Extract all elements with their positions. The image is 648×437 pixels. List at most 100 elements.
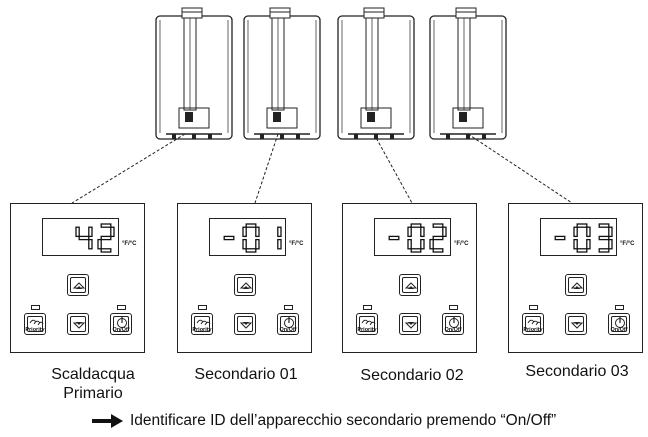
caption-line-1: Secondario 03: [525, 363, 629, 380]
display-segment: [576, 223, 588, 228]
display-segment: [432, 235, 444, 241]
up-arrow-icon: [570, 282, 584, 289]
display-segment: [88, 226, 93, 238]
lcd-display: [42, 218, 119, 256]
onoff-button[interactable]: On/Off: [110, 313, 132, 335]
onoff-indicator-light: [117, 305, 126, 310]
display-segment: [110, 226, 115, 238]
onoff-button[interactable]: On/Off: [277, 313, 299, 335]
display-segment: [608, 238, 613, 250]
caption-line-1: Secondario 01: [194, 366, 298, 383]
down-button[interactable]: [399, 313, 421, 335]
display-segment: [223, 235, 235, 241]
right-arrow-icon: [92, 414, 123, 428]
display-segment: [410, 223, 422, 228]
priority-icon: [361, 319, 376, 326]
priority-button[interactable]: Priority: [191, 313, 213, 335]
priority-button[interactable]: Priority: [522, 313, 544, 335]
connector-line-1: [71, 133, 186, 204]
onoff-button[interactable]: On/Off: [442, 313, 464, 335]
display-segment: [554, 235, 566, 241]
display-segment: [277, 226, 282, 238]
onoff-button-label: On/Off: [444, 327, 462, 333]
display-segment: [586, 238, 591, 250]
control-panel-primary: °F/°C Priority On/Off: [10, 203, 145, 353]
display-segment: [420, 226, 425, 238]
display-readout: [388, 223, 447, 253]
connector-line-3: [373, 133, 413, 204]
display-segment: [420, 238, 425, 250]
down-arrow-icon: [239, 322, 253, 329]
display-segment: [573, 226, 578, 238]
onoff-indicator-light: [615, 305, 624, 310]
down-button[interactable]: [234, 313, 256, 335]
caption-secondary-01: Secondario 01: [166, 365, 326, 384]
onoff-indicator-light: [449, 305, 458, 310]
temperature-unit-label: °F/°C: [289, 241, 304, 247]
priority-indicator-light: [31, 305, 40, 310]
down-button[interactable]: [565, 313, 587, 335]
up-button[interactable]: [399, 274, 421, 296]
display-segment: [586, 226, 591, 238]
onoff-indicator-light: [284, 305, 293, 310]
caption-line-2: Primario: [63, 385, 123, 402]
connector-line-4: [467, 133, 573, 204]
display-segment: [100, 248, 112, 253]
display-segment: [598, 235, 610, 241]
display-readout: [223, 223, 282, 253]
instruction-text: Identificare ID dell’apparecchio seconda…: [130, 412, 557, 429]
onoff-button-label: On/Off: [279, 327, 297, 333]
priority-indicator-light: [529, 305, 538, 310]
lcd-display: [209, 218, 286, 256]
caption-secondary-02: Secondario 02: [332, 366, 492, 385]
display-segment: [429, 238, 434, 250]
display-segment: [245, 248, 257, 253]
power-icon: [615, 317, 625, 328]
priority-icon: [527, 319, 542, 326]
priority-indicator-light: [198, 305, 207, 310]
display-segment: [255, 238, 260, 250]
display-segment: [576, 248, 588, 253]
up-button[interactable]: [67, 274, 89, 296]
down-button[interactable]: [67, 313, 89, 335]
onoff-button-label: On/Off: [112, 327, 130, 333]
control-panel-secondary-03: °F/°C Priority On/Off: [508, 203, 643, 353]
display-segment: [78, 235, 90, 241]
priority-indicator-light: [363, 305, 372, 310]
display-segment: [388, 235, 400, 241]
display-segment: [277, 238, 282, 250]
temperature-unit-label: °F/°C: [122, 241, 137, 247]
priority-button-label: Priority: [523, 327, 543, 333]
power-icon: [449, 317, 459, 328]
power-icon: [284, 317, 294, 328]
caption-line-1: Scaldacqua: [51, 366, 135, 383]
up-button[interactable]: [565, 274, 587, 296]
up-button[interactable]: [234, 274, 256, 296]
lcd-display: [540, 218, 617, 256]
priority-button-label: Priority: [357, 327, 377, 333]
up-arrow-icon: [72, 282, 86, 289]
priority-button[interactable]: Priority: [24, 313, 46, 335]
display-segment: [407, 238, 412, 250]
display-segment: [407, 226, 412, 238]
display-segment: [432, 248, 444, 253]
water-heater-3: [337, 7, 415, 140]
priority-button-label: Priority: [192, 327, 212, 333]
display-segment: [75, 226, 80, 238]
display-segment: [573, 238, 578, 250]
down-arrow-icon: [72, 322, 86, 329]
lcd-display: [374, 218, 451, 256]
power-icon: [117, 317, 127, 328]
temperature-unit-label: °F/°C: [454, 241, 469, 247]
control-panel-secondary-01: °F/°C Priority On/Off: [177, 203, 312, 353]
onoff-button[interactable]: On/Off: [608, 313, 630, 335]
display-segment: [88, 238, 93, 250]
priority-button[interactable]: Priority: [356, 313, 378, 335]
water-heater-4: [429, 7, 507, 140]
temperature-unit-label: °F/°C: [620, 241, 635, 247]
display-segment: [97, 238, 102, 250]
display-readout: [75, 223, 115, 253]
display-segment: [598, 223, 610, 228]
connector-line-2: [254, 133, 279, 204]
